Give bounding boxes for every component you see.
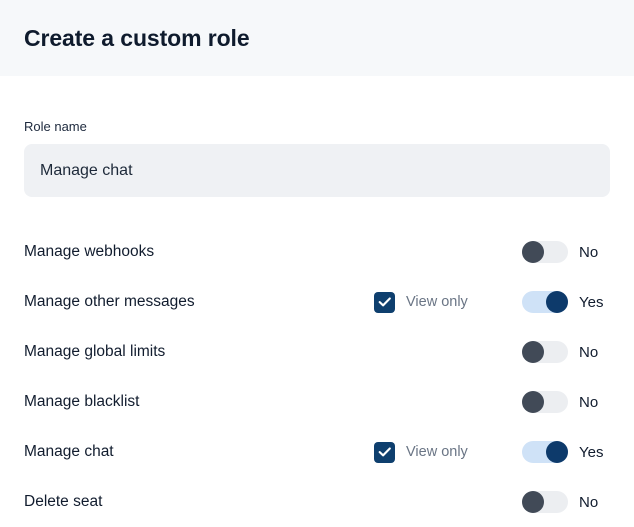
modal-body: Role name Manage webhooksView onlyNoMana…: [0, 76, 634, 527]
toggle-knob: [522, 241, 544, 263]
permission-label: Manage global limits: [24, 343, 166, 360]
permission-toggle[interactable]: [522, 341, 568, 363]
permission-row-manage-chat: Manage chat View only Yes: [24, 427, 610, 477]
permissions-list: Manage webhooksView onlyNoManage other m…: [24, 227, 610, 527]
view-only-cluster[interactable]: View only: [374, 441, 522, 463]
permission-toggle[interactable]: [522, 441, 568, 463]
permission-label: Delete seat: [24, 493, 103, 510]
toggle-knob: [522, 391, 544, 413]
view-only-checkbox[interactable]: [374, 291, 395, 313]
permission-label: Manage chat: [24, 443, 114, 460]
toggle-value-label: Yes: [579, 443, 604, 461]
view-only-label: View only: [406, 444, 468, 460]
permission-toggle[interactable]: [522, 241, 568, 263]
permission-row-manage-other-messages: Manage other messages View only Yes: [24, 277, 610, 327]
role-name-input[interactable]: [24, 144, 610, 197]
permission-row-manage-webhooks: Manage webhooksView onlyNo: [24, 227, 610, 277]
role-name-field-group: Role name: [24, 76, 610, 197]
view-only-cluster[interactable]: View only: [374, 291, 522, 313]
check-icon: [378, 447, 391, 457]
permission-toggle[interactable]: [522, 491, 568, 513]
toggle-value-label: No: [579, 493, 599, 511]
permission-toggle[interactable]: [522, 291, 568, 313]
permission-row-manage-global-limits: Manage global limitsView onlyNo: [24, 327, 610, 377]
modal-header: Create a custom role: [0, 0, 634, 76]
toggle-knob: [546, 291, 568, 313]
toggle-value-label: No: [579, 243, 599, 261]
role-name-label: Role name: [24, 119, 87, 134]
view-only-checkbox[interactable]: [374, 441, 395, 463]
toggle-cluster: No: [522, 341, 610, 363]
permission-toggle[interactable]: [522, 391, 568, 413]
toggle-cluster: Yes: [522, 441, 610, 463]
toggle-value-label: No: [579, 343, 599, 361]
toggle-value-label: Yes: [579, 293, 604, 311]
permission-label: Manage blacklist: [24, 393, 140, 410]
permission-label: Manage webhooks: [24, 243, 155, 260]
toggle-knob: [546, 441, 568, 463]
toggle-cluster: Yes: [522, 291, 610, 313]
toggle-knob: [522, 491, 544, 513]
check-icon: [378, 297, 391, 307]
toggle-cluster: No: [522, 491, 610, 513]
toggle-cluster: No: [522, 391, 610, 413]
permission-row-delete-seat: Delete seatView onlyNo: [24, 477, 610, 527]
permission-label: Manage other messages: [24, 293, 195, 310]
view-only-label: View only: [406, 294, 468, 310]
toggle-value-label: No: [579, 393, 599, 411]
permission-row-manage-blacklist: Manage blacklistView onlyNo: [24, 377, 610, 427]
toggle-cluster: No: [522, 241, 610, 263]
page-title: Create a custom role: [24, 24, 250, 51]
toggle-knob: [522, 341, 544, 363]
